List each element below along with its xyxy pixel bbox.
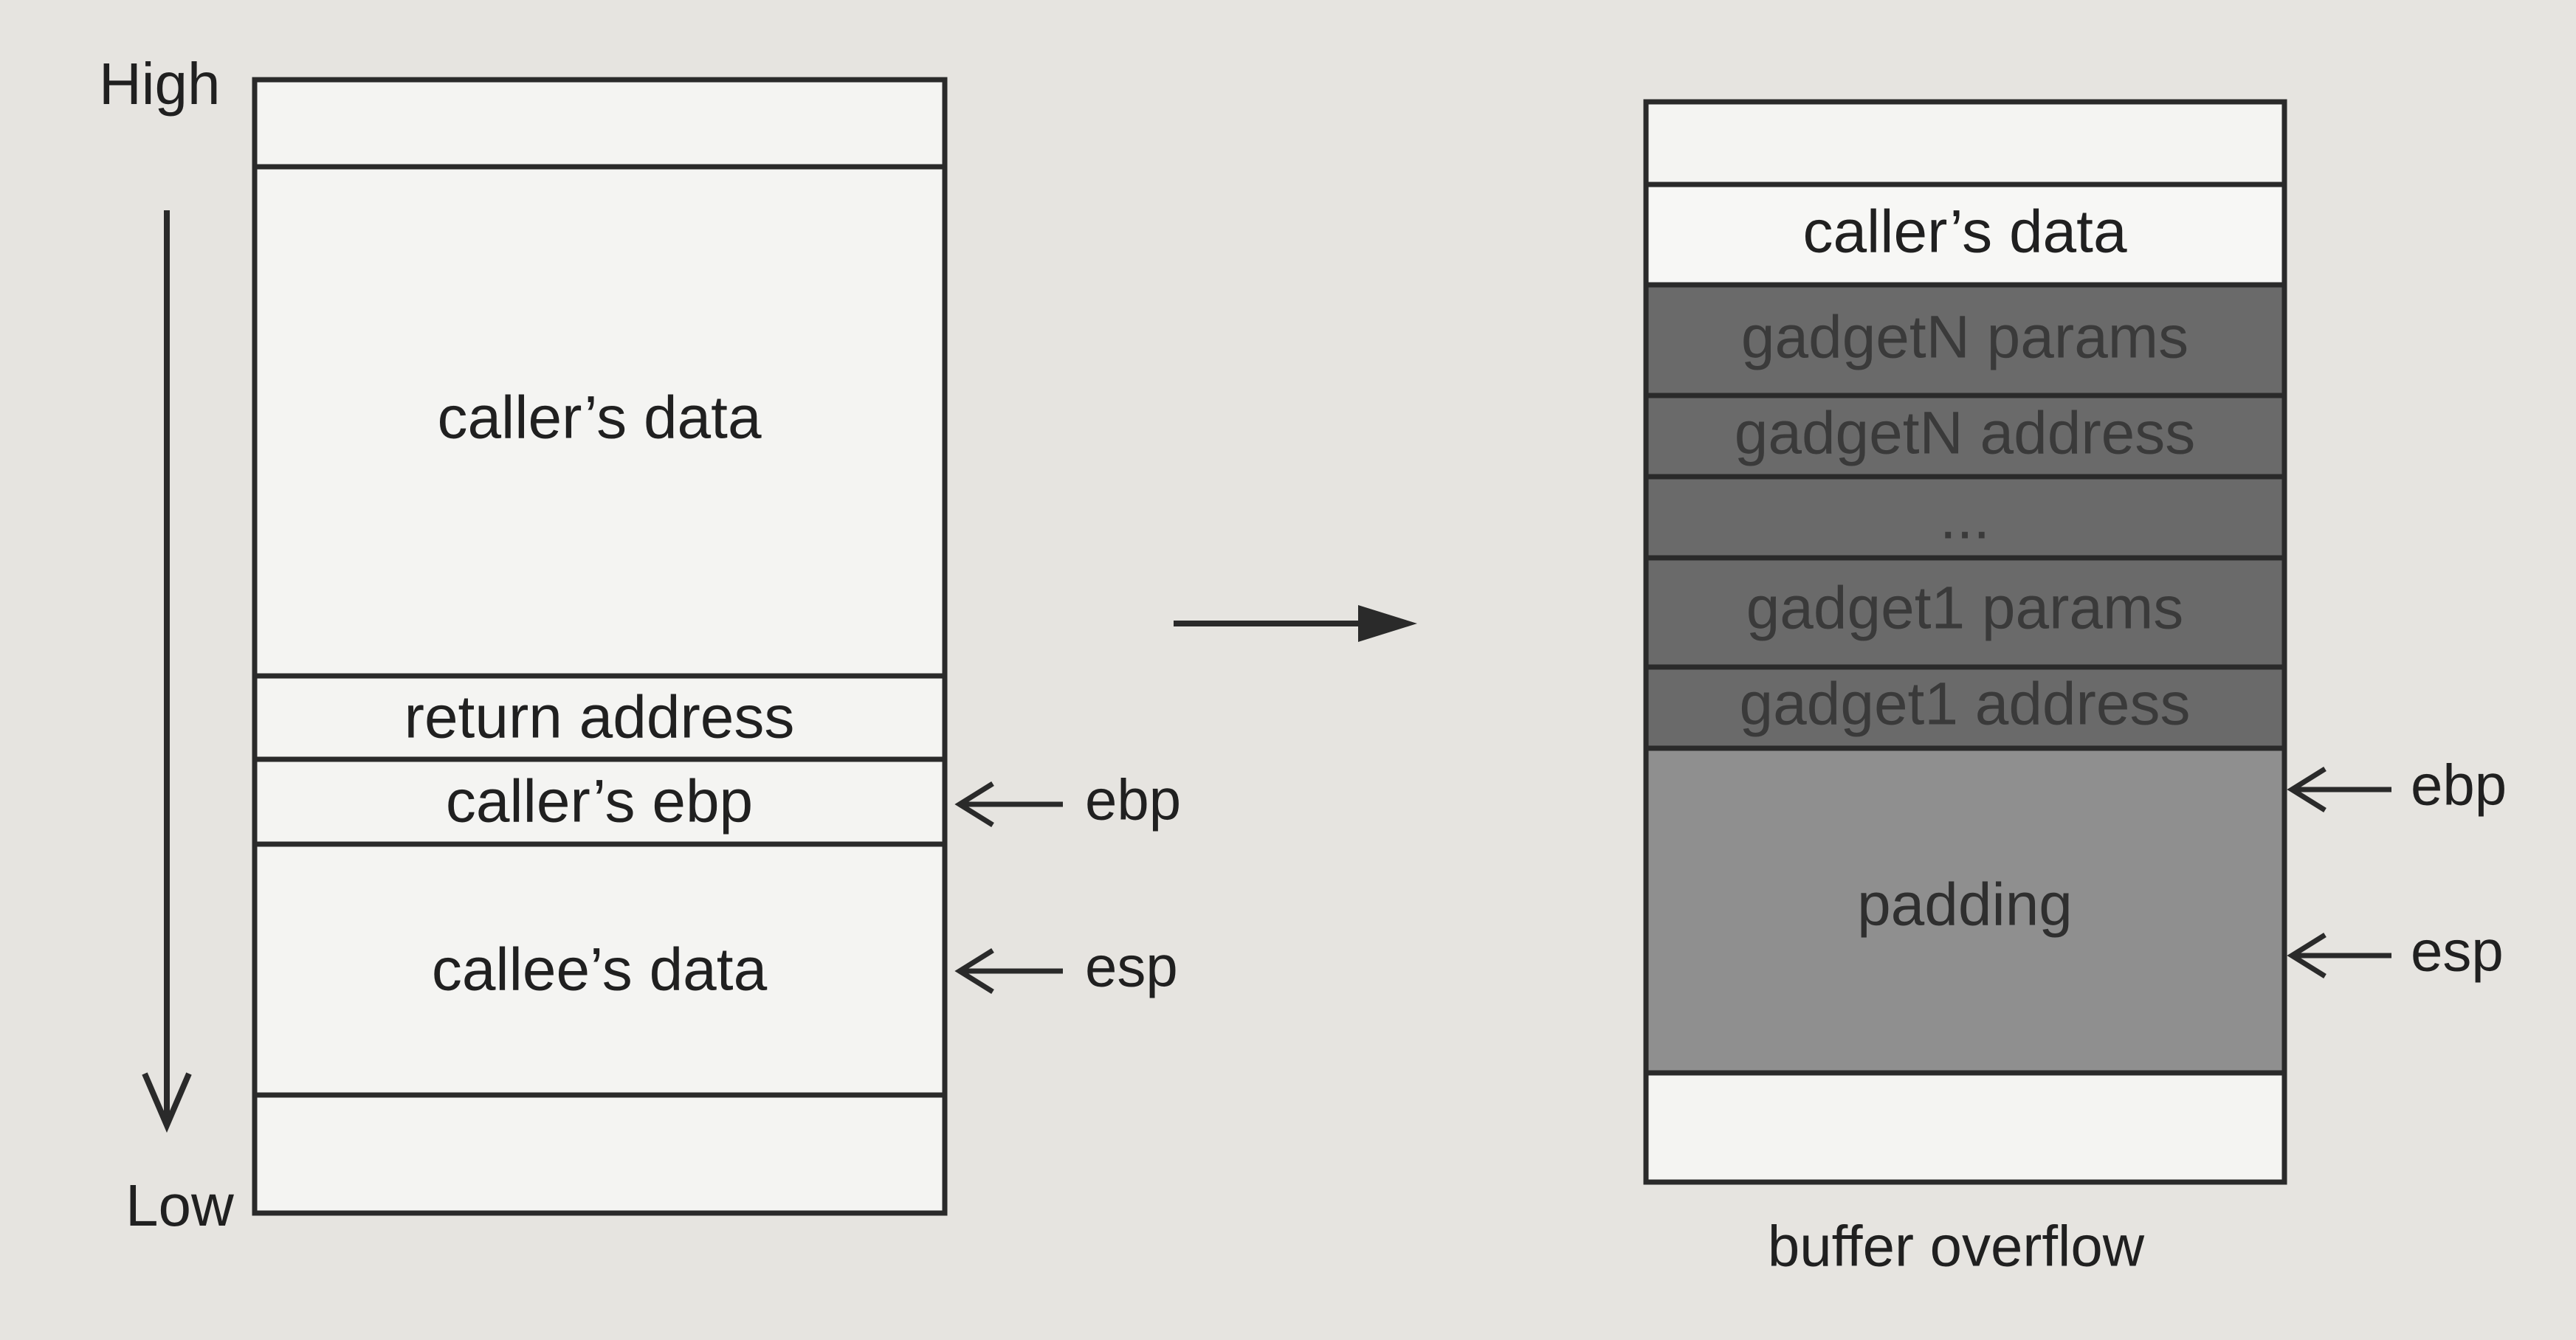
right-ebp-arrowhead <box>2287 767 2327 812</box>
right-ebp-label: ebp <box>2411 753 2507 818</box>
left-ebp-arrowhead <box>954 781 994 827</box>
right-stack-cell-bottom <box>1643 1070 2287 1185</box>
right-stack-cell-ellipsis <box>1643 474 2287 561</box>
right-stack-label-gadget1-address: gadget1 address <box>1740 671 2191 738</box>
left-stack-label-callees-data: callee’s data <box>432 936 768 1004</box>
right-stack-label-gadgetn-address: gadgetN address <box>1735 400 2196 467</box>
left-ebp-label: ebp <box>1085 767 1181 832</box>
left-esp-pointer: esp <box>954 934 1178 999</box>
right-stack-cell-gadget1-address <box>1643 664 2287 751</box>
right-esp-label: esp <box>2411 919 2504 984</box>
left-stack-label-callers-ebp: caller’s ebp <box>446 768 753 835</box>
low-label: Low <box>125 1172 234 1238</box>
right-stack-cell-callers-data <box>1643 182 2287 288</box>
right-stack-cell-gadgetn-address <box>1643 393 2287 480</box>
left-stack-cell-callers-data <box>252 164 948 679</box>
left-stack-cell-bottom <box>252 1092 948 1216</box>
left-ebp-pointer: ebp <box>954 767 1181 832</box>
left-stack-cell-callers-ebp <box>252 756 948 847</box>
left-stack-label-return-address: return address <box>404 684 795 751</box>
left-esp-label: esp <box>1085 934 1178 999</box>
transition-arrowhead <box>1358 605 1417 642</box>
direction-arrow-head <box>142 1072 192 1133</box>
right-stack-label-gadgetn-params: gadgetN params <box>1741 304 2188 371</box>
left-stack-cell-return-address <box>252 673 948 762</box>
right-esp-arrowhead <box>2287 933 2327 978</box>
left-stack: caller’s data return address caller’s eb… <box>252 77 948 1216</box>
right-stack-label-callers-data: caller’s data <box>1802 198 2127 266</box>
right-stack-label-ellipsis: ... <box>1940 485 1990 552</box>
right-stack: caller’s data gadgetN params gadgetN add… <box>1643 99 2287 1185</box>
left-esp-arrowhead <box>954 948 994 994</box>
right-esp-pointer: esp <box>2287 919 2504 984</box>
left-stack-cell-callees-data <box>252 841 948 1098</box>
left-stack-cell-top <box>252 77 948 170</box>
right-ebp-pointer: ebp <box>2287 753 2507 818</box>
right-stack-cell-padding <box>1643 745 2287 1076</box>
right-stack-label-padding: padding <box>1857 871 2073 939</box>
right-stack-label-gadget1-params: gadget1 params <box>1746 575 2184 642</box>
right-stack-cell-top <box>1643 99 2287 187</box>
left-stack-label-callers-data: caller’s data <box>437 384 762 452</box>
right-stack-cell-gadgetn-params <box>1643 282 2287 398</box>
high-label: High <box>99 51 221 117</box>
right-stack-caption: buffer overflow <box>1768 1214 2145 1279</box>
